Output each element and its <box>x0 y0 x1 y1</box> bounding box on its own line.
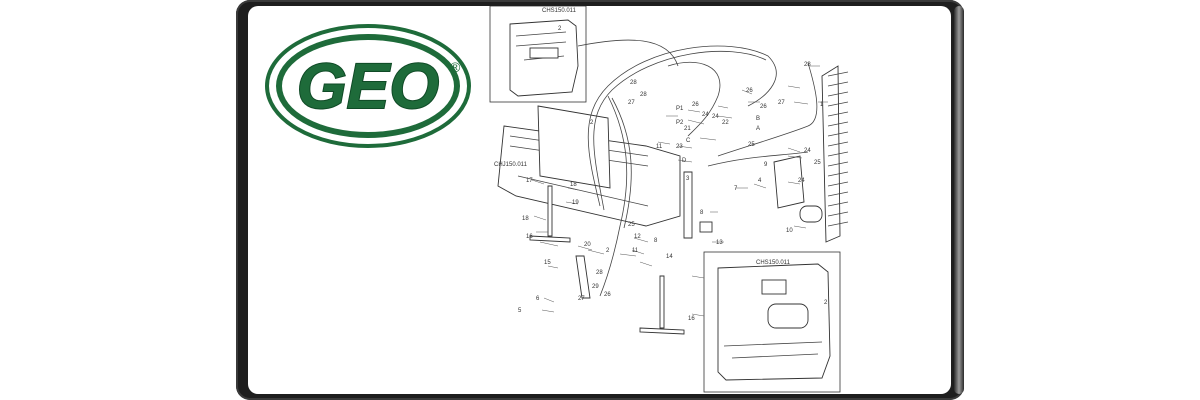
svg-text:P1: P1 <box>676 106 684 112</box>
svg-text:15: 15 <box>544 260 551 266</box>
svg-text:C: C <box>686 138 691 144</box>
svg-text:11: 11 <box>632 248 639 254</box>
svg-text:26: 26 <box>692 102 699 108</box>
svg-text:26: 26 <box>746 88 753 94</box>
parts-diagram: CHS150.011 2 CHS150.011 2 CHJ150.011 2 <box>489 6 849 393</box>
svg-text:22: 22 <box>722 120 729 126</box>
cutter-bar <box>773 65 849 243</box>
svg-text:28: 28 <box>640 92 647 98</box>
callout-labels: 17 18 19 18 16 20 15 6 5 27 28 29 26 2 1… <box>518 62 824 322</box>
svg-text:26: 26 <box>604 292 611 298</box>
svg-text:A: A <box>756 126 760 132</box>
leaders <box>531 65 828 317</box>
svg-text:2: 2 <box>824 300 828 306</box>
svg-text:27: 27 <box>628 100 635 106</box>
svg-text:19: 19 <box>572 200 579 206</box>
svg-text:11: 11 <box>656 144 663 150</box>
svg-text:P2: P2 <box>676 120 684 126</box>
svg-text:16: 16 <box>526 234 533 240</box>
svg-text:25: 25 <box>814 160 821 166</box>
stands <box>529 171 713 335</box>
diagram-panel: GEO GEO ® CHS150.011 2 CHS150.011 2 <box>248 6 951 394</box>
svg-text:3: 3 <box>686 176 690 182</box>
svg-text:18: 18 <box>570 182 577 188</box>
svg-text:4: 4 <box>758 178 762 184</box>
svg-text:B: B <box>756 116 760 122</box>
logo-text: GEO <box>297 50 439 122</box>
inset-bottom-code: CHS150.011 <box>756 260 791 266</box>
svg-text:27: 27 <box>578 296 585 302</box>
svg-text:24: 24 <box>804 148 811 154</box>
svg-text:7: 7 <box>734 186 738 192</box>
svg-text:13: 13 <box>716 240 723 246</box>
inset-top-code: CHS150.011 <box>542 8 577 14</box>
svg-text:27: 27 <box>778 100 785 106</box>
svg-text:20: 20 <box>584 242 591 248</box>
svg-text:5: 5 <box>518 308 522 314</box>
svg-text:29: 29 <box>592 284 599 290</box>
svg-text:24: 24 <box>702 112 709 118</box>
main-frame: CHJ150.011 2 <box>494 105 681 227</box>
svg-text:2: 2 <box>590 120 594 126</box>
geo-logo: GEO GEO ® <box>265 24 471 148</box>
frame-bevel <box>954 6 964 394</box>
svg-text:17: 17 <box>526 178 533 184</box>
svg-text:28: 28 <box>596 270 603 276</box>
svg-text:28: 28 <box>804 62 811 68</box>
svg-text:23: 23 <box>676 144 683 150</box>
svg-text:1: 1 <box>820 102 824 108</box>
svg-text:16: 16 <box>688 316 695 322</box>
svg-text:25: 25 <box>628 222 635 228</box>
svg-text:21: 21 <box>684 126 691 132</box>
svg-text:12: 12 <box>634 234 641 240</box>
svg-text:8: 8 <box>654 238 658 244</box>
svg-text:6: 6 <box>536 296 540 302</box>
svg-text:18: 18 <box>522 216 529 222</box>
svg-text:24: 24 <box>798 178 805 184</box>
top-inset: CHS150.011 2 <box>489 6 587 103</box>
svg-text:25: 25 <box>748 142 755 148</box>
svg-text:2: 2 <box>606 248 610 254</box>
svg-text:2: 2 <box>558 26 562 32</box>
frame-code: CHJ150.011 <box>494 162 528 168</box>
svg-text:14: 14 <box>666 254 673 260</box>
svg-text:10: 10 <box>786 228 793 234</box>
svg-text:26: 26 <box>760 104 767 110</box>
registered-mark: ® <box>450 59 461 75</box>
logo-text-fill: GEO <box>297 50 439 122</box>
svg-text:8: 8 <box>700 210 704 216</box>
svg-text:9: 9 <box>764 162 768 168</box>
bottom-inset: CHS150.011 2 <box>703 251 841 393</box>
hoses <box>577 39 818 297</box>
svg-text:D: D <box>682 158 687 164</box>
svg-text:24: 24 <box>712 114 719 120</box>
svg-text:28: 28 <box>630 80 637 86</box>
